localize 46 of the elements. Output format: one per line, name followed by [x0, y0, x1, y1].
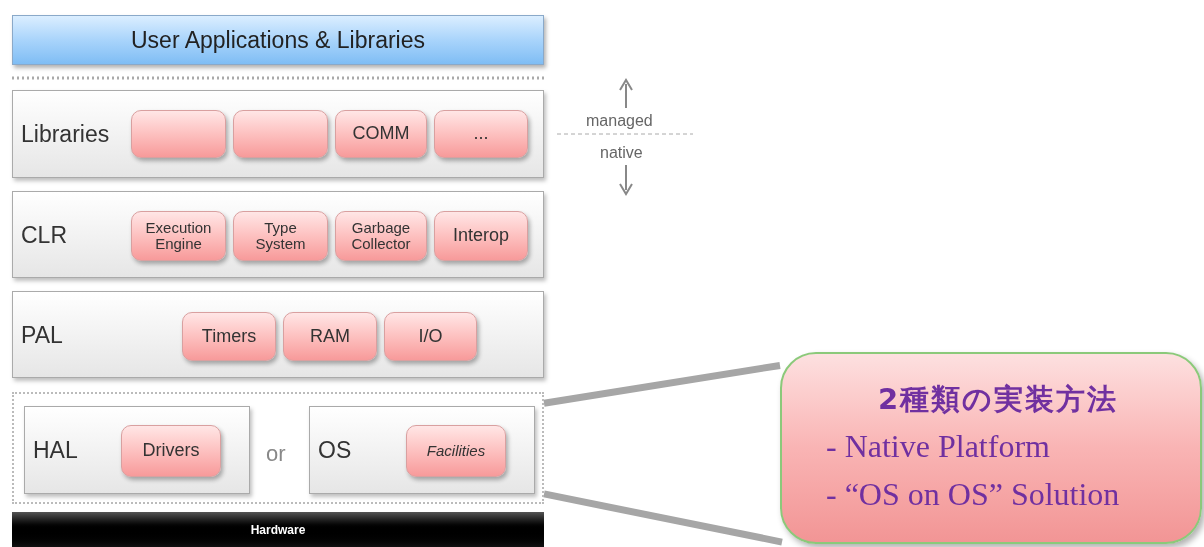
dotted-group-box: [12, 392, 544, 504]
layer-title: OS: [318, 435, 352, 465]
callout-connector: [543, 490, 783, 546]
annotation-label: native: [600, 143, 643, 163]
callout-item: - Native Platform: [826, 426, 1051, 466]
layer-panel: [24, 406, 250, 494]
layer-band: User Applications & Libraries: [12, 15, 544, 65]
component-label: Timers: [201, 326, 257, 347]
component-box: [233, 211, 328, 261]
component-box: [121, 425, 221, 477]
layer-panel: [309, 406, 535, 494]
component-box: [182, 312, 276, 361]
layer-title: PAL: [21, 320, 63, 350]
layer-panel: [12, 90, 544, 178]
callout-heading: 2種類の実装方法: [877, 381, 1119, 419]
layer-title: HAL: [33, 435, 78, 465]
component-box: [335, 110, 427, 158]
layer-panel: [12, 291, 544, 378]
component-label: RAM: [310, 326, 350, 347]
component-box: [131, 211, 226, 261]
component-label: Drivers: [142, 441, 200, 461]
layer-title: Libraries: [21, 119, 110, 149]
component-box: [131, 110, 226, 158]
annotation-label: managed: [586, 111, 653, 131]
layer-title: CLR: [21, 220, 67, 250]
hardware-bar: Hardware: [12, 512, 544, 547]
callout-connector: [543, 362, 781, 407]
callout-item: - “OS on OS” Solution: [826, 474, 1121, 514]
component-label: COMM: [352, 124, 410, 144]
component-label: ...: [473, 124, 489, 144]
component-box: [335, 211, 427, 261]
component-box: [384, 312, 477, 361]
component-label: Facilities: [426, 442, 486, 460]
layer-panel: [12, 191, 544, 278]
component-box: [406, 425, 506, 477]
callout-box: [780, 352, 1202, 544]
component-label: Garbage Collector: [350, 219, 412, 253]
component-box: [434, 211, 528, 261]
connector-word: or: [266, 440, 286, 468]
component-label: I/O: [418, 326, 443, 347]
component-label: Type System: [254, 219, 307, 253]
component-box: [233, 110, 328, 158]
component-label: Execution Engine: [144, 219, 213, 253]
component-box: [434, 110, 528, 158]
component-box: [283, 312, 377, 361]
component-label: Interop: [452, 226, 509, 246]
